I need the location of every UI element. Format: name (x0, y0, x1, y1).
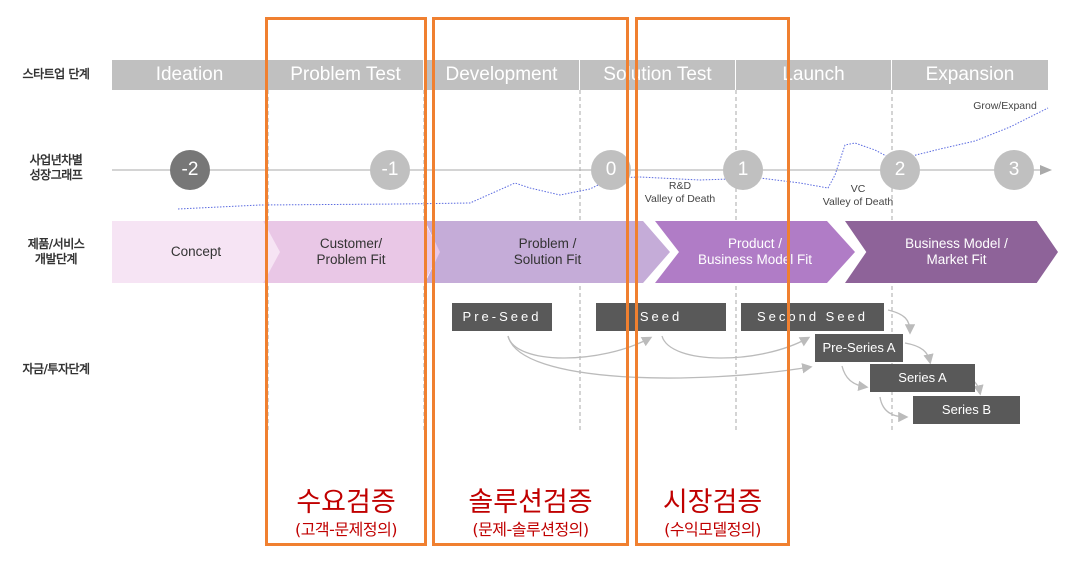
row-label-growth-line1: 사업년차별 (29, 153, 83, 167)
rd-label: R&D (668, 180, 692, 192)
stage-launch: Launch (736, 60, 891, 90)
row-label-funding: 자금/투자단계 (22, 362, 90, 376)
phase-business-model-market-fit: Business Model /Market Fit (845, 221, 1058, 283)
phase-product-business-model-fit: Product /Business Model Fit (655, 221, 855, 283)
funding-series-b: Series B (913, 396, 1020, 424)
year-marker: 1 (723, 150, 763, 190)
grow-expand-label: Grow/Expand (973, 100, 1037, 112)
year-marker: -1 (370, 150, 410, 190)
funding-pre-series-a: Pre-Series A (815, 334, 903, 362)
vc-label: VC (850, 183, 866, 195)
phase-label: Market Fit (926, 252, 987, 267)
row-label-product: 제품/서비스 개발단계 (0, 237, 112, 267)
phase-label: Product / (727, 236, 782, 251)
row-label-product-line1: 제품/서비스 (27, 237, 85, 251)
funding-series-a: Series A (870, 364, 975, 392)
year-marker: -2 (170, 150, 210, 190)
year-marker: 0 (591, 150, 631, 190)
row-label-growth-line2: 성장그래프 (29, 168, 83, 182)
row-label-growth: 사업년차별 성장그래프 (0, 153, 112, 183)
phase-concept: Concept (112, 221, 280, 283)
highlight-solution-validation (432, 17, 629, 546)
phase-label: Problem / (518, 236, 577, 251)
stage-problem-test: Problem Test (268, 60, 423, 90)
rd-valley-text: Valley of Death (644, 193, 716, 205)
stage-ideation: Ideation (112, 60, 267, 90)
year-marker: 2 (880, 150, 920, 190)
phase-label: Problem Fit (316, 252, 386, 267)
funding-pre-seed: Pre-Seed (452, 303, 552, 331)
stage-development: Development (424, 60, 579, 90)
stage-expansion: Expansion (892, 60, 1048, 90)
phase-label: Customer/ (319, 236, 383, 251)
highlight-demand-validation (265, 17, 427, 546)
validation-title: 수요검증 (296, 487, 396, 518)
funding-second-seed: Second Seed (741, 303, 884, 331)
phase-problem-solution-fit: Problem /Solution Fit (425, 221, 670, 283)
row-label-stage: 스타트업 단계 (22, 67, 90, 81)
row-label-product-line2: 개발단계 (34, 252, 78, 266)
vc-valley-label: VC Valley of Death (808, 183, 908, 209)
vc-valley-text: Valley of Death (822, 196, 894, 208)
phase-label: Solution Fit (513, 252, 582, 267)
funding-seed: Seed (596, 303, 726, 331)
timeline-arrow-icon (1040, 165, 1052, 175)
growth-curve (177, 107, 1049, 210)
phase-customer-problem-fit: Customer/Problem Fit (262, 221, 440, 283)
highlight-market-validation (635, 17, 790, 546)
year-marker: 3 (994, 150, 1034, 190)
stage-solution-test: Solution Test (580, 60, 735, 90)
validation-subtitle: (수익모델정의) (664, 520, 761, 539)
phase-label: Concept (170, 244, 222, 259)
phase-label: Business Model / (905, 236, 1008, 251)
validation-title: 솔루션검증 (468, 487, 593, 518)
validation-title: 시장검증 (662, 487, 763, 518)
phase-label: Business Model Fit (697, 252, 813, 267)
validation-subtitle: (고객-문제정의) (294, 520, 398, 539)
validation-subtitle: (문제-솔루션정의) (472, 520, 589, 539)
rd-valley-label: R&D Valley of Death (630, 180, 730, 206)
